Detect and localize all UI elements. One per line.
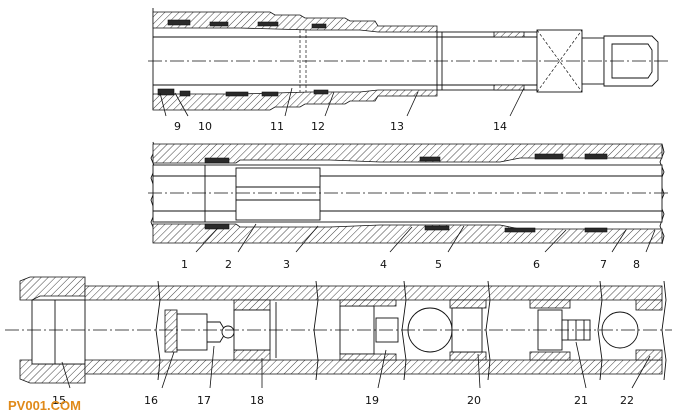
label-part-20: 20 <box>467 394 481 407</box>
label-part-13: 13 <box>390 120 404 133</box>
watermark-text: PV001.COM <box>8 398 81 413</box>
label-part-19: 19 <box>365 394 379 407</box>
label-part-12: 12 <box>311 120 325 133</box>
callout-leaders <box>61 87 656 389</box>
label-part-18: 18 <box>250 394 264 407</box>
label-part-9: 9 <box>174 120 181 133</box>
label-part-11: 11 <box>270 120 284 133</box>
label-part-14: 14 <box>493 120 507 133</box>
label-part-15: 15 <box>52 394 66 407</box>
middle-section-view <box>148 141 670 245</box>
label-part-16: 16 <box>144 394 158 407</box>
label-part-8: 8 <box>633 258 640 271</box>
label-part-10: 10 <box>198 120 212 133</box>
label-part-22: 22 <box>620 394 634 407</box>
label-part-17: 17 <box>197 394 211 407</box>
label-part-6: 6 <box>533 258 540 271</box>
label-part-4: 4 <box>380 258 387 271</box>
label-part-2: 2 <box>225 258 232 271</box>
label-part-7: 7 <box>600 258 607 271</box>
label-part-5: 5 <box>435 258 442 271</box>
label-part-1: 1 <box>181 258 188 271</box>
upper-section-view <box>148 8 670 111</box>
lower-section-view <box>5 276 672 384</box>
label-part-21: 21 <box>574 394 588 407</box>
part-number-labels: 9 10 11 12 13 14 1 2 3 4 5 6 7 8 15 16 1… <box>52 120 640 407</box>
label-part-3: 3 <box>283 258 290 271</box>
